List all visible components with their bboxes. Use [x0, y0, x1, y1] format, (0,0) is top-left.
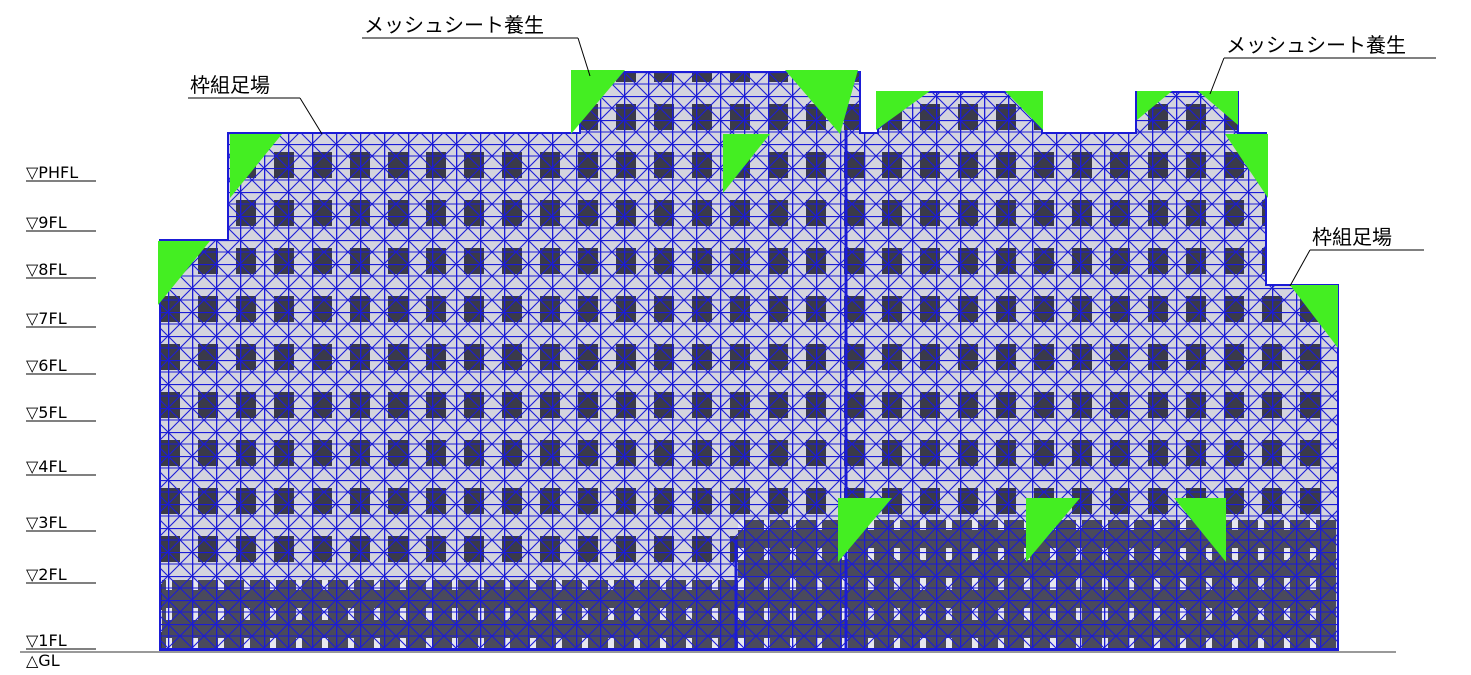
callout-mesh-sheet-right: メッシュシート養生 [1226, 33, 1406, 57]
callout-leader [1209, 57, 1225, 95]
floor-label: ▽5FL [26, 403, 67, 422]
callout-leader [577, 37, 591, 77]
mesh-sheet-patch [1198, 91, 1238, 125]
floor-label: ▽7FL [26, 309, 67, 328]
mesh-sheet-patch [158, 241, 210, 305]
mesh-sheet-patches [158, 70, 1338, 562]
callout-leader [299, 97, 323, 135]
floor-label: ▽6FL [26, 356, 67, 375]
mesh-sheet-patch [1005, 91, 1043, 130]
floor-label: ▽1FL [26, 631, 67, 650]
mesh-sheet-patch [838, 498, 892, 562]
floor-label: ▽3FL [26, 513, 67, 532]
mesh-sheet-patch [785, 70, 858, 134]
mesh-sheet-patch [1225, 134, 1268, 198]
floor-label: ▽PHFL [26, 163, 78, 182]
mesh-sheet-patch [723, 134, 770, 193]
mesh-sheet-patch [1137, 91, 1172, 120]
callout-frame-scaffold-right: 枠組足場 [1312, 225, 1392, 249]
mesh-sheet-patch [1290, 285, 1338, 348]
mesh-sheet-patch [1026, 498, 1080, 562]
callout-mesh-sheet-top: メッシュシート養生 [364, 13, 544, 37]
floor-label: ▽2FL [26, 565, 67, 584]
callout-leader [1289, 249, 1311, 287]
mesh-sheet-patch [876, 91, 930, 130]
floor-label: ▽4FL [26, 457, 67, 476]
floor-label: ▽8FL [26, 260, 67, 279]
mesh-sheet-patch [230, 134, 282, 198]
ground-level-label: △GL [26, 651, 60, 670]
callout-frame-scaffold-left: 枠組足場 [190, 73, 270, 97]
floor-level-labels: ▽PHFL ▽9FL ▽8FL ▽7FL ▽6FL ▽5FL ▽4FL ▽3FL… [26, 163, 96, 670]
callout-annotations: メッシュシート養生 枠組足場 メッシュシート養生 枠組足場 [188, 13, 1436, 287]
mesh-sheet-patch [571, 70, 625, 134]
floor-label: ▽9FL [26, 213, 67, 232]
mesh-sheet-patch [1174, 498, 1226, 562]
